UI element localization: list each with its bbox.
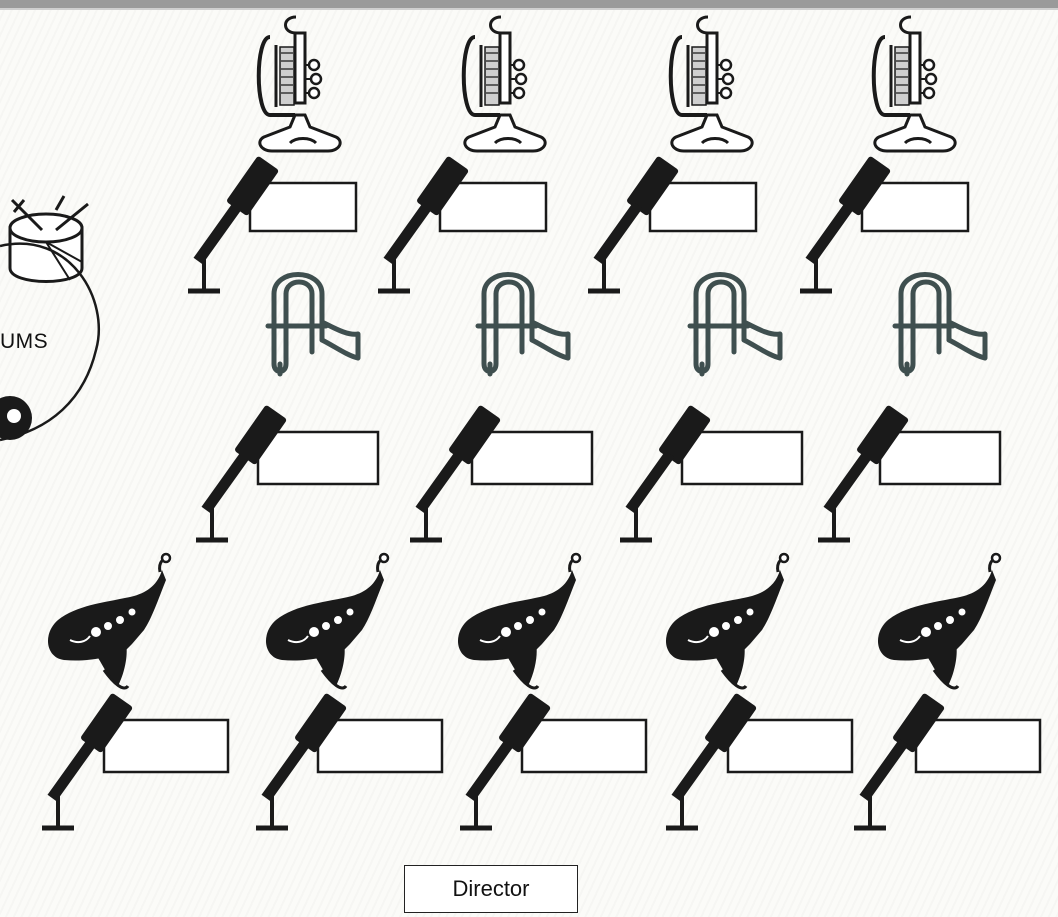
top-border [0, 0, 1058, 8]
trombone-monitor-box [470, 430, 594, 486]
trumpet-icon [256, 15, 343, 153]
trombone-icon [895, 275, 985, 375]
saxophone-monitor-box [102, 718, 230, 774]
saxophone-icon [456, 552, 582, 690]
saxophone-icon [264, 552, 390, 690]
saxophone-icon [876, 552, 1002, 690]
saxophone-icon [664, 552, 790, 690]
trombone-monitor-box [256, 430, 380, 486]
trombone-icon [268, 275, 358, 375]
drums-label: UMS [0, 330, 49, 353]
director-label: Director [452, 876, 530, 901]
saxophone-icon [46, 552, 172, 690]
saxophone-monitor-box [316, 718, 444, 774]
trumpet-monitor-box [438, 181, 548, 233]
trombone-monitor-box [878, 430, 1002, 486]
saxophone-monitor-box [726, 718, 854, 774]
trombone-icon [690, 275, 780, 375]
top-border-inner [0, 8, 1058, 10]
drum-icon [0, 195, 101, 442]
trumpet-icon [668, 15, 755, 153]
director-box: Director [404, 865, 578, 913]
trumpet-icon [871, 15, 958, 153]
trombone-monitor-box [680, 430, 804, 486]
trumpet-icon [461, 15, 548, 153]
saxophone-monitor-box [520, 718, 648, 774]
trumpet-monitor-box [648, 181, 758, 233]
trumpet-monitor-box [248, 181, 358, 233]
trumpet-monitor-box [860, 181, 970, 233]
saxophone-monitor-box [914, 718, 1042, 774]
trombone-icon [478, 275, 568, 375]
